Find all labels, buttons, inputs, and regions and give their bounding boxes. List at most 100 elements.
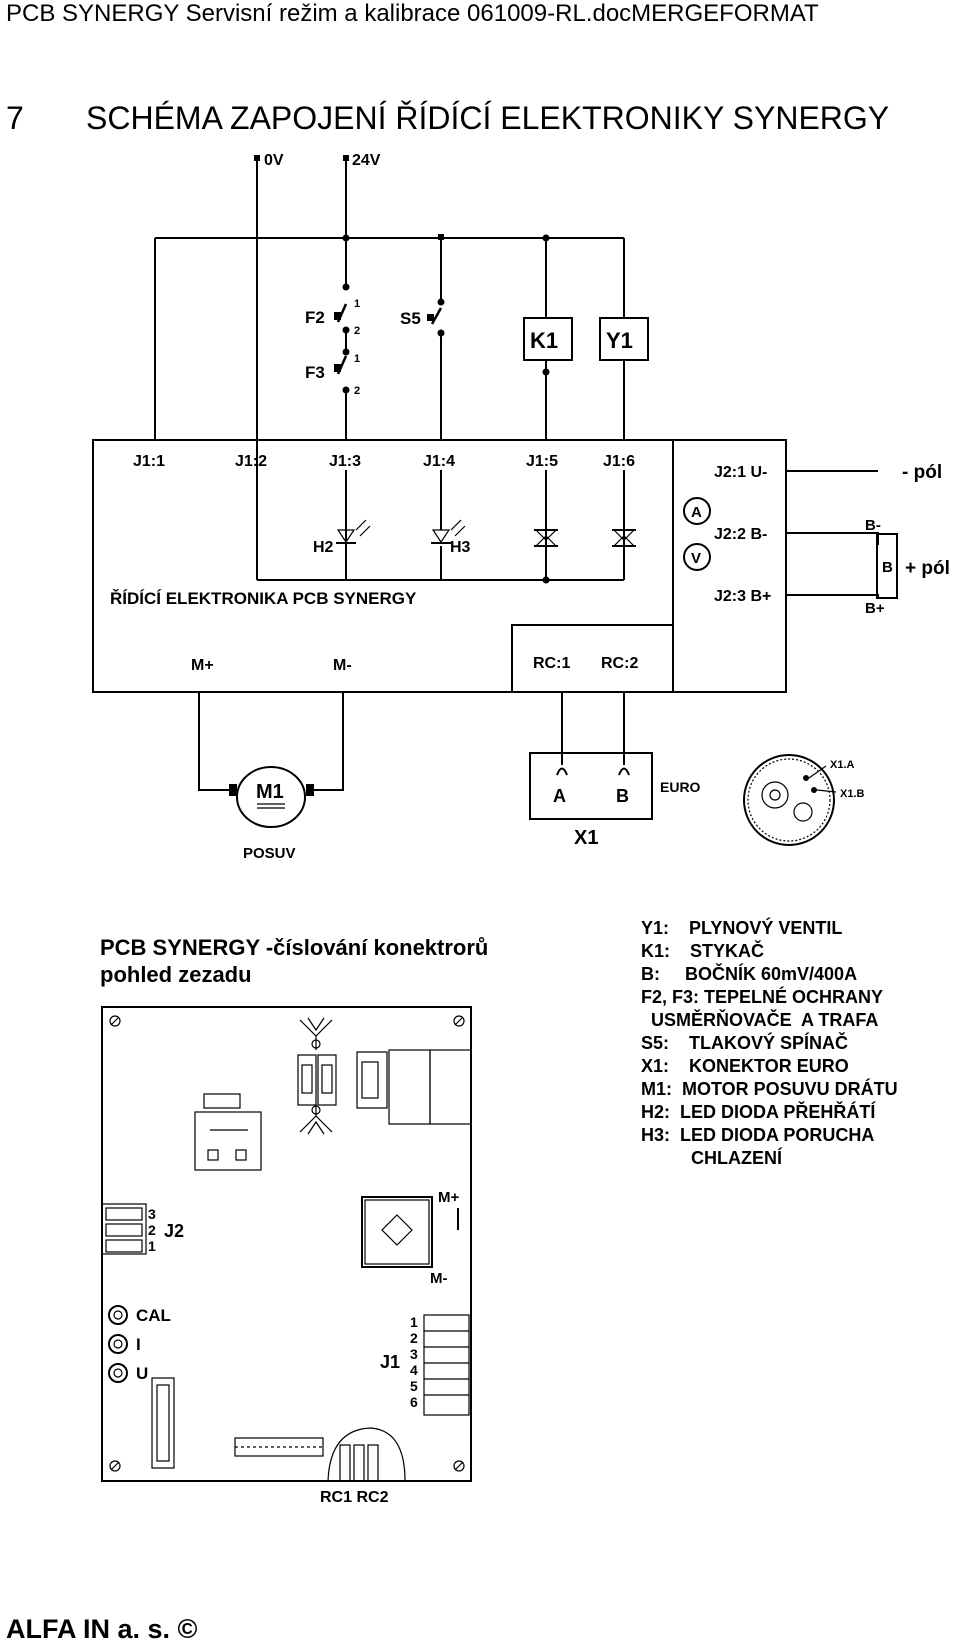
pcb-bridge — [361, 1196, 433, 1268]
page-header: PCB SYNERGY Servisní režim a kalibrace 0… — [6, 0, 819, 27]
led-h3 — [431, 519, 466, 544]
j1-3: J1:3 — [329, 453, 361, 470]
j1-pin-5: 5 — [410, 1378, 418, 1394]
pcb-transformer — [194, 1111, 262, 1171]
connector-x1 — [529, 752, 653, 820]
pcb-j2-label: J2 — [164, 1221, 184, 1241]
triac-j1-6 — [612, 529, 636, 547]
motor-m1 — [236, 766, 306, 828]
rc1: RC:1 — [533, 655, 570, 672]
j1-1: J1:1 — [133, 453, 165, 470]
pcb-view: PCB SYNERGY -číslování konektrorů pohled… — [100, 935, 488, 1506]
label-h2: H2 — [313, 539, 334, 556]
f3-pin-1: 1 — [354, 353, 360, 365]
shunt-minus: B- — [865, 517, 881, 534]
legend-b: B: BOČNÍK 60mV/400A — [641, 963, 857, 984]
legend-h3: H3: LED DIODA PORUCHA — [641, 1125, 874, 1145]
pcb-relay-1 — [388, 1049, 431, 1125]
legend-x1: X1: KONEKTOR EURO — [641, 1056, 849, 1076]
j1-pin-6: 6 — [410, 1394, 418, 1410]
j1-pin-1: 1 — [410, 1314, 418, 1330]
pcb-title-1: PCB SYNERGY -číslování konektrorů — [100, 935, 488, 960]
label-0v: 0V — [264, 152, 284, 169]
legend-f2f3-cont: USMĚRŇOVAČE A TRAFA — [641, 1009, 878, 1030]
x1-a: A — [553, 786, 566, 806]
x1-name: X1 — [574, 827, 598, 849]
pcb-ic — [151, 1377, 175, 1469]
relay-k1 — [523, 317, 573, 361]
section-title: SCHÉMA ZAPOJENÍ ŘÍDÍCÍ ELEKTRONIKY SYNER… — [86, 100, 890, 136]
trimmer-i — [108, 1334, 128, 1354]
m-minus: M- — [333, 657, 352, 674]
pcb-m-minus: M- — [430, 1270, 448, 1287]
j1-4: J1:4 — [423, 453, 455, 470]
pcb-cal: CAL — [136, 1306, 171, 1325]
shunt-b — [876, 533, 898, 599]
label-y1: Y1 — [606, 328, 633, 353]
section-heading: 7 SCHÉMA ZAPOJENÍ ŘÍDÍCÍ ELEKTRONIKY SYNE… — [6, 100, 889, 137]
pole-minus: - pól — [902, 462, 942, 483]
ammeter — [683, 497, 711, 525]
legend-h2: H2: LED DIODA PŘEHŘÁTÍ — [641, 1101, 876, 1122]
pcb-title-2: pohled zezadu — [100, 962, 252, 987]
pcb-m-plus: M+ — [438, 1189, 459, 1206]
j2-pin-2: 2 — [148, 1222, 156, 1238]
j1-pin-4: 4 — [410, 1362, 418, 1378]
legend-s5: S5: TLAKOVÝ SPÍNAČ — [641, 1032, 848, 1053]
legend-h3-cont: CHLAZENÍ — [641, 1147, 783, 1168]
footer-copyright: ALFA IN a. s. © — [6, 1614, 198, 1644]
j2-1: J2:1 U- — [714, 464, 767, 481]
pcb-rc-label: RC1 RC2 — [320, 1489, 389, 1506]
legend-f2f3: F2, F3: TEPELNÉ OCHRANY — [641, 986, 883, 1007]
meter-v: V — [691, 550, 701, 567]
trimmer-u — [108, 1363, 128, 1383]
pcb-j1-connector — [423, 1314, 470, 1416]
pcb-j2-connector — [101, 1203, 147, 1255]
pcb-screws — [109, 1015, 465, 1472]
motor-caption: POSUV — [243, 845, 296, 862]
triac-j1-5 — [534, 529, 558, 547]
euro-connector-face — [743, 754, 837, 846]
label-h3: H3 — [450, 539, 471, 556]
label-f2: F2 — [305, 308, 325, 327]
j2-pin-3: 3 — [148, 1206, 156, 1222]
m-plus: M+ — [191, 657, 214, 674]
j1-pin-2: 2 — [410, 1330, 418, 1346]
j2-2: J2:2 B- — [714, 526, 767, 543]
control-board — [92, 439, 787, 693]
pcb-u: U — [136, 1364, 148, 1383]
section-number: 7 — [6, 100, 24, 136]
shunt-plus: B+ — [865, 600, 885, 617]
voltmeter — [683, 543, 711, 571]
trimmer-cal — [108, 1305, 128, 1325]
legend-k1: K1: STYKAČ — [641, 940, 764, 961]
pcb-i: I — [136, 1335, 141, 1354]
x1a-label: X1.A — [830, 759, 855, 771]
f2-pin-2: 2 — [354, 325, 360, 337]
shunt-label: B — [882, 559, 893, 576]
j1-5: J1:5 — [526, 453, 558, 470]
pcb-pin-header — [234, 1437, 324, 1457]
legend: Y1: PLYNOVÝ VENTIL K1: STYKAČ B: BOČNÍK … — [641, 917, 898, 1168]
j2-3: J2:3 B+ — [714, 588, 771, 605]
meter-a: A — [691, 504, 702, 521]
x1b-label: X1.B — [840, 788, 865, 800]
f2-pin-1: 1 — [354, 298, 360, 310]
pcb-j1-label: J1 — [380, 1352, 400, 1372]
led-h2 — [336, 519, 371, 544]
pcb-small-connector — [203, 1093, 241, 1109]
pcb-heatsink — [297, 1017, 337, 1135]
pcb-relay-2 — [429, 1049, 472, 1125]
board-label: ŘÍDÍCÍ ELEKTRONIKA PCB SYNERGY — [110, 589, 417, 608]
f3-pin-2: 2 — [354, 385, 360, 397]
pcb-connector — [356, 1051, 388, 1109]
label-k1: K1 — [530, 328, 558, 353]
j2-pin-1: 1 — [148, 1238, 156, 1254]
pcb-rc-connector — [327, 1427, 406, 1482]
legend-y1: Y1: PLYNOVÝ VENTIL — [641, 917, 842, 938]
pole-plus: + pól — [905, 558, 950, 579]
label-24v: 24V — [352, 152, 381, 169]
j1-6: J1:6 — [603, 453, 635, 470]
label-s5: S5 — [400, 309, 421, 328]
